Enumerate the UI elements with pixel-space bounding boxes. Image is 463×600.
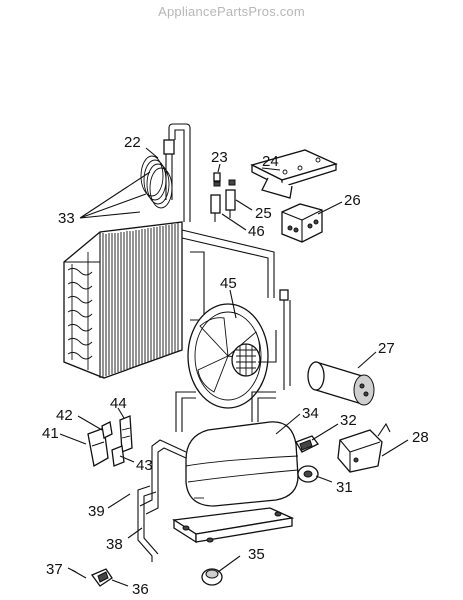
small-fasteners (71, 568, 223, 587)
capillary-coil (140, 123, 191, 222)
callout-39: 39 (88, 503, 105, 520)
fan-motor-assembly (187, 289, 291, 409)
callout-36: 36 (132, 581, 149, 598)
callout-46: 46 (248, 223, 265, 240)
callout-33: 33 (58, 210, 75, 227)
callout-34: 34 (302, 405, 319, 422)
callout-45: 45 (220, 275, 237, 292)
valve-cores (210, 172, 236, 222)
suction-discharge-tubes (137, 391, 196, 562)
callout-43: 43 (136, 457, 153, 474)
callout-25: 25 (255, 205, 272, 222)
condenser-coil (63, 221, 275, 379)
start-relay (87, 415, 133, 468)
callout-35: 35 (248, 546, 265, 563)
callout-41: 41 (42, 425, 59, 442)
part-labels: 22 23 24 25 26 33 46 45 27 44 42 41 34 3… (42, 134, 429, 598)
callout-38: 38 (106, 536, 123, 553)
callout-26: 26 (344, 192, 361, 209)
watermark-text: AppliancePartsPros.com (158, 4, 305, 19)
run-capacitor (307, 361, 375, 406)
callout-42: 42 (56, 407, 73, 424)
compressor (172, 391, 299, 544)
callout-27: 27 (378, 340, 395, 357)
callout-37: 37 (46, 561, 63, 578)
terminal-block (281, 203, 323, 243)
control-bracket (250, 149, 338, 199)
callout-44: 44 (110, 395, 127, 412)
callout-31: 31 (336, 479, 353, 496)
callout-22: 22 (124, 134, 141, 151)
overload-protector (337, 422, 391, 473)
callout-28: 28 (412, 429, 429, 446)
terminal-cover (295, 435, 319, 483)
callout-23: 23 (211, 149, 228, 166)
callout-32: 32 (340, 412, 357, 429)
leader-lines (59, 147, 409, 587)
callout-24: 24 (262, 153, 279, 170)
